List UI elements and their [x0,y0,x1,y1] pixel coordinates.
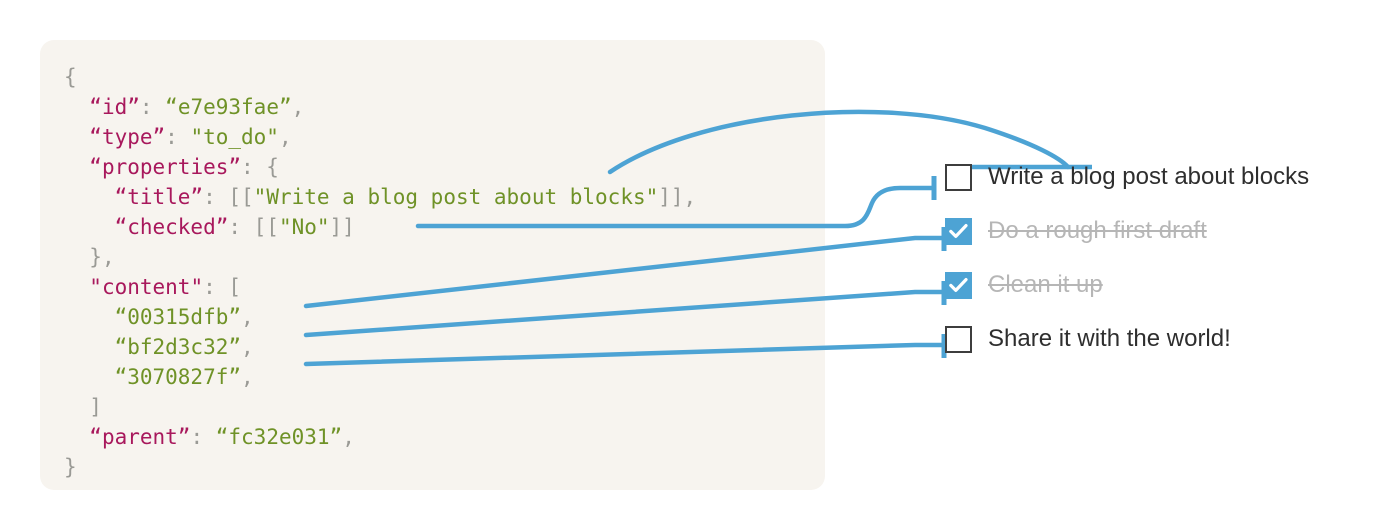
code-indent [64,215,115,239]
code-token-str: “3070827f” [114,365,242,389]
code-indent [64,335,115,359]
code-token-str: “e7e93fae” [165,95,292,119]
checkbox-unchecked-icon[interactable] [945,325,972,353]
code-indent [64,305,115,329]
code-token-key: “type” [89,125,166,149]
todo-item-3[interactable]: Share it with the world! [945,322,1231,356]
code-token-punct: , [342,425,355,449]
json-code-listing: { “id”: “e7e93fae”, “type”: "to_do", “pr… [64,62,696,482]
code-token-punct: , [278,125,292,149]
todo-item-2[interactable]: Clean it up [945,268,1103,302]
code-token-punct: }, [89,245,115,269]
code-token-punct: , [241,305,254,329]
checkbox-unchecked-icon[interactable] [945,163,972,191]
todo-label-2: Clean it up [988,271,1103,298]
code-token-punct: : [[ [203,185,254,209]
code-indent [64,245,89,269]
code-token-punct: : [139,95,166,119]
code-token-punct: , [241,365,254,389]
code-indent [64,275,89,299]
code-token-punct: ]] [329,215,355,239]
code-token-str: "No" [278,215,330,239]
todo-item-0[interactable]: Write a blog post about blocks [945,160,1309,194]
code-indent [64,365,115,389]
code-token-punct: : [[ [228,215,279,239]
code-token-str: “fc32e031” [215,425,343,449]
code-indent [64,125,89,149]
code-indent [64,155,89,179]
checkbox-checked-icon[interactable] [945,271,972,299]
code-token-str: “bf2d3c32” [114,335,242,359]
code-token-punct: : [ [203,275,242,299]
todo-item-1[interactable]: Do a rough first draft [945,214,1207,248]
code-indent [64,395,89,419]
code-token-punct: : [165,125,191,149]
code-token-punct: ] [89,395,102,419]
checkbox-checked-icon[interactable] [945,217,972,245]
code-token-punct: , [291,95,305,119]
code-token-punct: , [241,335,254,359]
code-token-punct: : { [241,155,279,179]
code-indent [64,425,89,449]
code-indent [64,185,115,209]
todo-label-3: Share it with the world! [988,325,1231,352]
code-token-punct: { [64,65,77,89]
code-token-punct: : [190,425,216,449]
code-token-str: "to_do" [190,125,279,149]
code-token-key: “parent” [89,425,191,449]
code-token-str: “00315dfb” [114,305,242,329]
code-token-key: “properties” [89,155,242,179]
json-code-panel: { “id”: “e7e93fae”, “type”: "to_do", “pr… [40,40,825,490]
code-token-key: “checked” [114,215,229,239]
code-token-punct: } [64,455,77,479]
code-token-key: "content" [89,275,204,299]
code-indent [64,95,89,119]
code-token-key: “id” [89,95,140,119]
todo-label-1: Do a rough first draft [988,217,1207,244]
code-token-key: “title” [114,185,204,209]
code-token-punct: ]], [658,185,697,209]
code-token-str: "Write a blog post about blocks" [253,185,659,209]
todo-label-0: Write a blog post about blocks [988,163,1310,190]
